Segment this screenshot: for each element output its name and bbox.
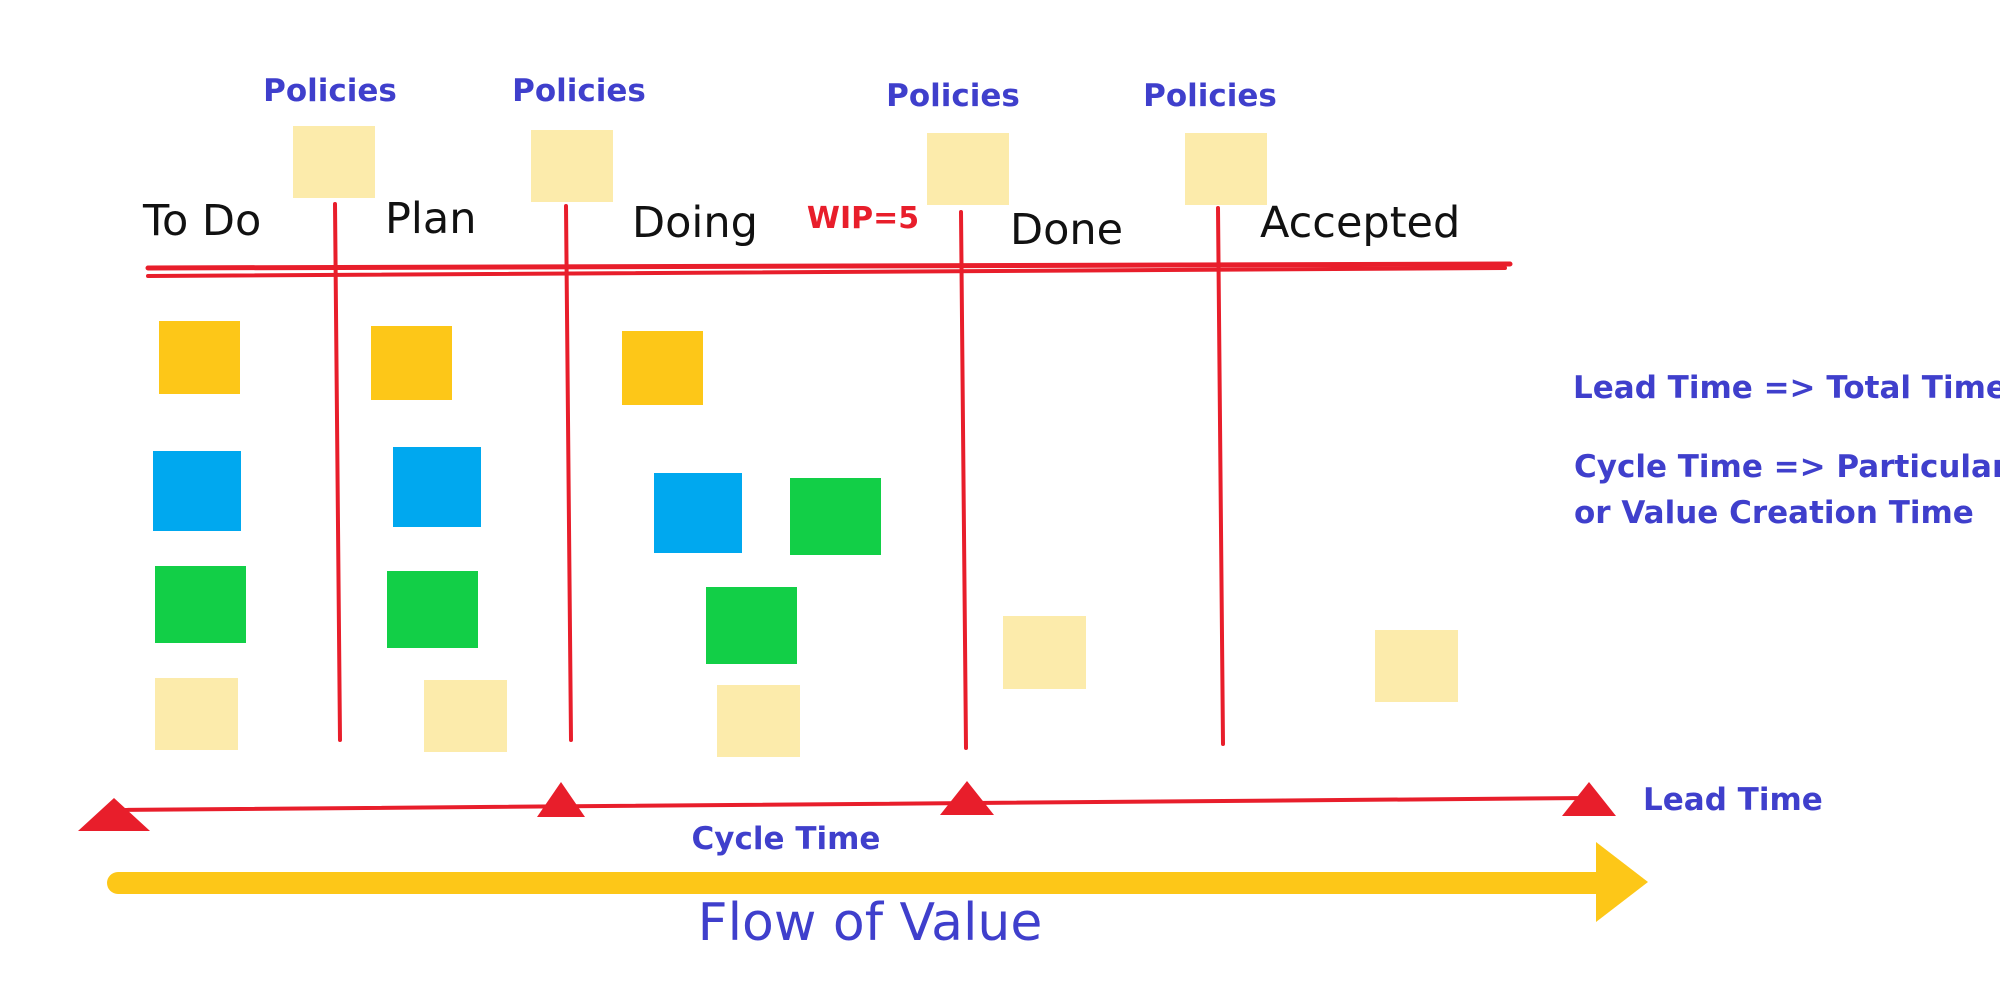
- policies-label-4: Policies: [1143, 78, 1277, 114]
- work-item-card: [706, 587, 797, 664]
- policies-label-3: Policies: [886, 78, 1020, 114]
- cycle-time-definition-line2: or Value Creation Time: [1574, 495, 1974, 531]
- work-item-card: [159, 321, 240, 394]
- column-header-done: Done: [1010, 205, 1123, 255]
- header-underline: [145, 261, 1513, 271]
- flow-of-value-arrowhead-icon: [1596, 842, 1648, 922]
- lead-time-definition: Lead Time => Total Time: [1573, 370, 2000, 406]
- work-item-card: [387, 571, 478, 648]
- policy-sticky-3: [927, 133, 1009, 205]
- lead-time-label: Lead Time: [1643, 782, 1823, 818]
- work-item-card: [622, 331, 703, 405]
- column-divider-2: [564, 204, 573, 742]
- work-item-card: [1003, 616, 1086, 689]
- column-header-plan: Plan: [385, 194, 476, 244]
- column-divider-4: [1216, 206, 1225, 746]
- timeline-start-marker-icon: [78, 798, 150, 831]
- policy-sticky-2: [531, 130, 613, 202]
- work-item-card: [1375, 630, 1458, 702]
- column-divider-1: [333, 202, 342, 742]
- work-item-card: [790, 478, 881, 555]
- policy-sticky-1: [293, 126, 375, 198]
- column-divider-3: [959, 210, 968, 750]
- work-item-card: [654, 473, 742, 553]
- work-item-card: [155, 566, 246, 643]
- lead-time-end-marker-icon: [1562, 782, 1616, 816]
- work-item-card: [393, 447, 481, 527]
- timeline-line: [113, 796, 1592, 812]
- flow-of-value-label: Flow of Value: [698, 893, 1043, 953]
- column-header-doing: Doing: [632, 198, 758, 248]
- column-header-accepted: Accepted: [1260, 198, 1460, 248]
- work-item-card: [424, 680, 507, 752]
- header-underline-second-stroke: [146, 266, 1507, 278]
- wip-limit-label: WIP=5: [807, 201, 919, 236]
- policies-label-1: Policies: [263, 73, 397, 109]
- column-header-todo: To Do: [142, 196, 261, 246]
- cycle-time-definition-line1: Cycle Time => Particular: [1574, 449, 2000, 485]
- work-item-card: [155, 678, 238, 750]
- work-item-card: [153, 451, 241, 531]
- work-item-card: [371, 326, 452, 400]
- work-item-card: [717, 685, 800, 757]
- cycle-time-end-marker-icon: [940, 781, 994, 815]
- cycle-time-start-marker-icon: [537, 782, 585, 817]
- cycle-time-label: Cycle Time: [692, 821, 881, 857]
- policies-label-2: Policies: [512, 73, 646, 109]
- policy-sticky-4: [1185, 133, 1267, 205]
